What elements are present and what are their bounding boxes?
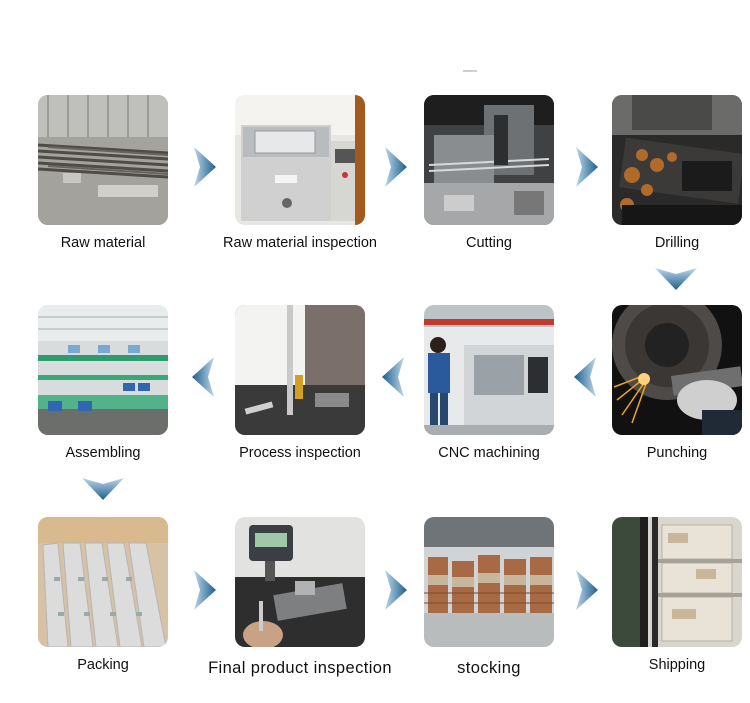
chevron-down-icon — [655, 268, 697, 290]
step-label: Packing — [77, 657, 129, 673]
step-label: Punching — [646, 445, 708, 461]
chevron-left-icon — [382, 357, 404, 397]
decorative-dash — [463, 70, 477, 72]
cutting-photo — [424, 95, 554, 225]
punching-photo — [612, 305, 742, 435]
step-punching: Punching — [612, 305, 742, 461]
final-product-inspection-photo — [235, 517, 365, 647]
chevron-right-icon — [194, 147, 216, 187]
process-inspection-photo — [235, 305, 365, 435]
step-drilling: Drilling — [612, 95, 742, 251]
raw-material-photo — [38, 95, 168, 225]
step-final-product-inspection: Final product inspection — [208, 517, 392, 677]
assembling-photo — [38, 305, 168, 435]
step-label: CNC machining — [438, 445, 540, 461]
chevron-right-icon — [385, 570, 407, 610]
step-cnc-machining: CNC machining — [424, 305, 554, 461]
chevron-right-icon — [194, 570, 216, 610]
step-assembling: Assembling — [38, 305, 168, 461]
cnc-machining-photo — [424, 305, 554, 435]
drilling-photo — [612, 95, 742, 225]
chevron-right-icon — [576, 147, 598, 187]
step-cutting: Cutting — [424, 95, 554, 251]
chevron-right-icon — [385, 147, 407, 187]
step-label: Assembling — [65, 445, 141, 461]
step-label: Final product inspection — [208, 659, 392, 677]
step-raw-material: Raw material — [38, 95, 168, 251]
step-stocking: stocking — [424, 517, 554, 677]
step-label: Cutting — [466, 235, 512, 251]
shipping-photo — [612, 517, 742, 647]
step-packing: Packing — [38, 517, 168, 673]
step-label: Drilling — [654, 235, 700, 251]
chevron-left-icon — [192, 357, 214, 397]
stocking-photo — [424, 517, 554, 647]
step-label: Shipping — [648, 657, 706, 673]
raw-material-inspection-photo — [235, 95, 365, 225]
packing-photo — [38, 517, 168, 647]
step-raw-material-inspection: Raw material inspection — [223, 95, 377, 251]
step-label: Raw material — [60, 235, 146, 251]
chevron-left-icon — [574, 357, 596, 397]
step-shipping: Shipping — [612, 517, 742, 673]
chevron-right-icon — [576, 570, 598, 610]
chevron-down-icon — [82, 478, 124, 500]
step-label: Raw material inspection — [223, 235, 377, 251]
step-label: Process inspection — [239, 445, 361, 461]
step-process-inspection: Process inspection — [235, 305, 365, 461]
step-label: stocking — [457, 659, 521, 677]
